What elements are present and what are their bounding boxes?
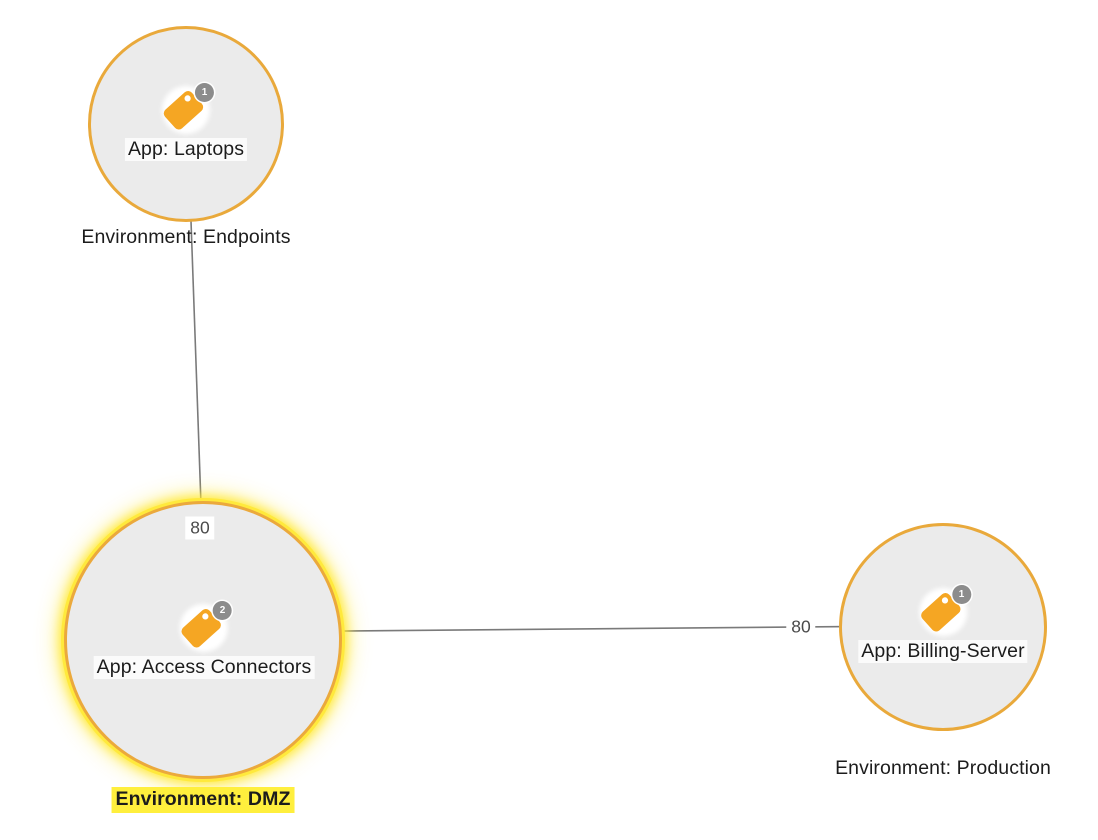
- edge-port-label-laptops-dmz: 80: [185, 516, 215, 540]
- tag-icon: [163, 90, 204, 130]
- app-label: App: Laptops: [124, 138, 248, 161]
- app-count-badge: 2: [213, 601, 232, 620]
- tag-icon-wrap-billing-server: 1: [916, 585, 971, 639]
- app-node-access-connectors[interactable]: 2 App: Access Connectors: [93, 601, 315, 679]
- group-caption-endpoints: Environment: Endpoints: [81, 226, 291, 248]
- app-label: App: Billing-Server: [858, 640, 1028, 663]
- tag-icon: [181, 608, 222, 648]
- edge-port-label-dmz-production: 80: [786, 615, 816, 639]
- tag-icon-wrap-laptops: 1: [159, 83, 214, 137]
- tag-icon: [920, 592, 961, 632]
- app-count-badge: 1: [951, 585, 971, 604]
- app-node-laptops[interactable]: 1 App: Laptops: [124, 83, 248, 161]
- group-caption-production: Environment: Production: [835, 757, 1051, 779]
- app-count-badge: 1: [195, 83, 214, 102]
- app-label: App: Access Connectors: [93, 656, 315, 679]
- app-node-billing-server[interactable]: 1 App: Billing-Server: [858, 585, 1028, 663]
- tag-icon-wrap-access-connectors: 2: [177, 601, 232, 655]
- group-caption-dmz: Environment: DMZ: [111, 787, 295, 813]
